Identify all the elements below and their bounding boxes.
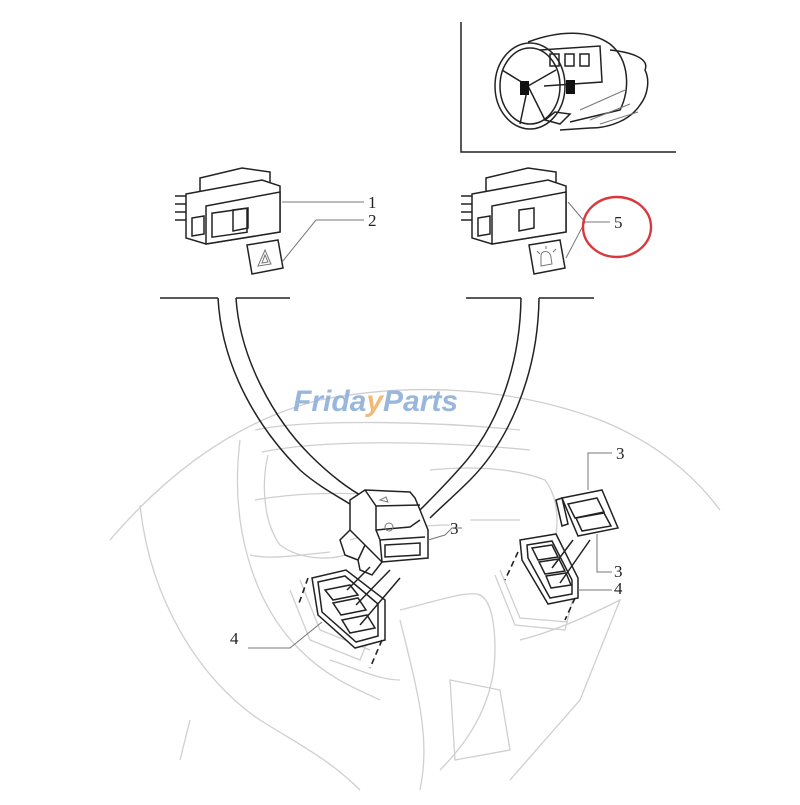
right-cover-assembly <box>555 452 620 573</box>
beacon-lens <box>528 239 566 275</box>
switch-assembly-5 <box>461 167 610 275</box>
connector-lines <box>160 297 594 519</box>
watermark-logo: FridayParts <box>293 385 458 418</box>
callout-2: 2 <box>368 211 377 230</box>
hazard-lens <box>246 239 284 275</box>
frame-right <box>504 533 612 621</box>
highlight-circle <box>581 195 653 259</box>
steering-wheel-illustration <box>494 32 649 131</box>
dashboard-background <box>109 388 721 791</box>
callout-1: 1 <box>368 193 377 212</box>
switch-assembly-1 <box>175 167 364 275</box>
central-switch-block <box>339 489 462 576</box>
watermark-text: FridayParts <box>293 385 458 418</box>
frame-left <box>248 566 401 669</box>
callout-3-central: 3 <box>450 519 459 538</box>
callout-5: 5 <box>614 213 623 232</box>
callout-4-right: 4 <box>614 579 623 598</box>
callout-4-left: 4 <box>230 629 239 648</box>
callout-3-top-right: 3 <box>616 444 625 463</box>
location-inset <box>460 22 676 153</box>
callout-3-right: 3 <box>614 562 623 581</box>
